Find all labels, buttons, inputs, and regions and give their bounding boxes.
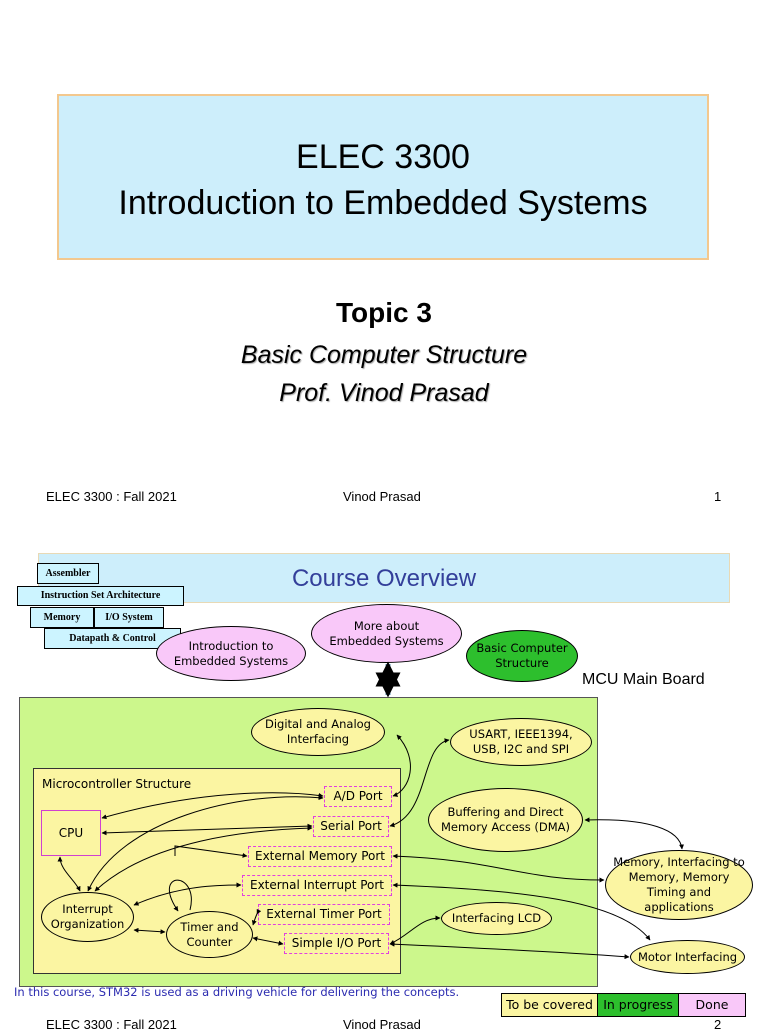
legend-in-progress: In progress — [597, 993, 679, 1017]
topic-more-oval: More about Embedded Systems — [311, 604, 462, 663]
arrow-interrupt-to-ad — [87, 795, 324, 892]
arrow-extint-to-motor — [392, 882, 651, 941]
microcontroller-label: Microcontroller Structure — [42, 777, 192, 791]
topic-subtitle: Basic Computer Structure — [240, 341, 528, 369]
footer-course-2: ELEC 3300 : Fall 2021 — [46, 1017, 177, 1032]
memory-oval: Memory, Interfacing to Memory, Memory Ti… — [605, 850, 753, 920]
footer-page-number-2: 2 — [714, 1017, 722, 1032]
course-code: ELEC 3300 — [296, 138, 470, 176]
stack-assembler: Assembler — [37, 563, 99, 584]
port-serial: Serial Port — [313, 816, 389, 837]
stack-memory: Memory — [30, 607, 94, 628]
topic-basic-oval: Basic Computer Structure — [466, 630, 578, 682]
arrow-timer-to-exttimer — [251, 908, 262, 926]
dma-oval: Buffering and Direct Memory Access (DMA) — [428, 788, 583, 852]
arrow-dma-to-memory — [584, 817, 685, 850]
interrupt-organization-oval: Interrupt Organization — [41, 892, 134, 942]
arrow-interrupt-to-timer — [133, 927, 166, 935]
title-box: ELEC 3300 Introduction to Embedded Syste… — [57, 94, 709, 260]
course-title: Introduction to Embedded Systems — [118, 184, 648, 222]
topic-heading: Topic 3 — [336, 297, 432, 328]
overview-banner: Course Overview — [38, 553, 730, 603]
arrow-timer-to-simpleio — [252, 936, 284, 946]
footer-author-2: Vinod Prasad — [343, 1017, 421, 1032]
arrow-cpu-to-interrupt — [57, 856, 81, 892]
arrow-extmem-to-memory — [392, 853, 605, 883]
arrow-serial-to-usart — [389, 738, 450, 828]
arrow-interrupt-to-extint — [133, 882, 242, 906]
topic-intro-oval: Introduction to Embedded Systems — [156, 626, 306, 681]
digital-analog-oval: Digital and Analog Interfacing — [251, 708, 385, 756]
slide-title: Course Overview — [291, 565, 477, 592]
stack-io-system: I/O System — [94, 607, 164, 628]
port-simple-io: Simple I/O Port — [284, 933, 389, 954]
arrow-digital-to-ad — [392, 734, 411, 797]
professor-name: Prof. Vinod Prasad — [279, 379, 489, 407]
course-note: In this course, STM32 is used as a drivi… — [14, 985, 460, 999]
port-ad: A/D Port — [324, 786, 392, 807]
timer-counter-oval: Timer and Counter — [166, 911, 253, 958]
arrow-interrupt-to-serial — [94, 825, 313, 892]
board-label: MCU Main Board — [582, 671, 705, 688]
motor-oval: Motor Interfacing — [630, 940, 745, 974]
footer-author: Vinod Prasad — [343, 489, 421, 504]
footer-course: ELEC 3300 : Fall 2021 — [46, 489, 177, 504]
arrow-simpleio-to-lcd — [389, 915, 441, 945]
arrow-simpleio-to-motor — [389, 941, 630, 960]
stack-isa: Instruction Set Architecture — [17, 586, 184, 606]
arrow-timer-loop — [168, 879, 192, 912]
legend-done: Done — [678, 993, 746, 1017]
usart-oval: USART, IEEE1394, USB, I2C and SPI — [450, 718, 592, 766]
legend-to-be-covered: To be covered — [501, 993, 598, 1017]
arrow-cpu-to-extmem — [174, 845, 248, 858]
footer-page-number: 1 — [714, 489, 722, 504]
